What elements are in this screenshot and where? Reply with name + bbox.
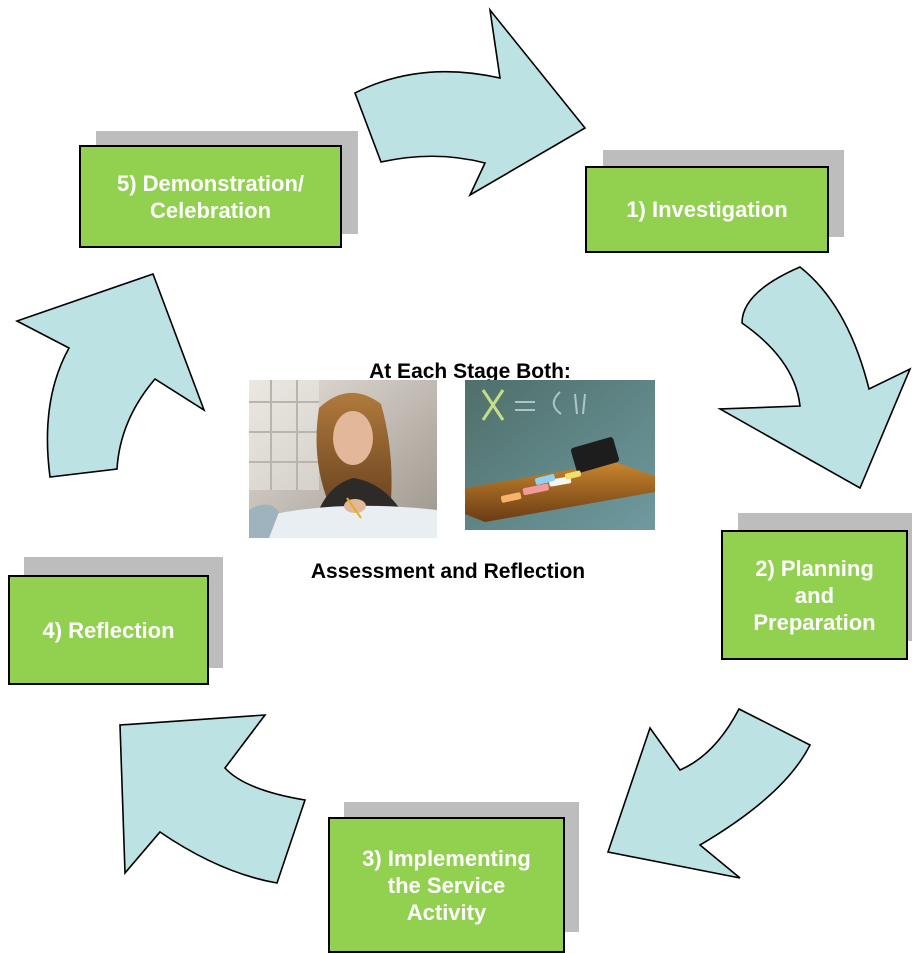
stage-5-label-line1: 5) Demonstration/ bbox=[116, 170, 305, 196]
arrow-bottom-left bbox=[119, 714, 307, 884]
stage-1-label: 1) Investigation bbox=[626, 197, 788, 222]
stage-2-label-line1: 2) Planning bbox=[755, 555, 874, 581]
stage-2-box: 2) Planning and Preparation bbox=[721, 530, 908, 660]
stage-3-label-line2: the Service bbox=[387, 872, 506, 898]
arrow-bottom-right bbox=[606, 707, 812, 879]
center-caption: Assessment and Reflection bbox=[310, 560, 586, 583]
stage-5-label-line2: Celebration bbox=[149, 197, 272, 223]
chalkboard-photo bbox=[465, 380, 655, 530]
stage-5-box: 5) Demonstration/ Celebration bbox=[79, 145, 342, 248]
stage-3-box: 3) Implementing the Service Activity bbox=[328, 817, 565, 953]
stage-3-label-line3: Activity bbox=[406, 899, 487, 925]
stage-3-label-line1: 3) Implementing bbox=[362, 845, 531, 871]
stage-4-label: 4) Reflection bbox=[42, 617, 175, 643]
student-writing-photo bbox=[249, 380, 437, 538]
arrow-top bbox=[353, 7, 587, 197]
stage-2-label-line2: and bbox=[794, 582, 835, 608]
center-heading: At Each Stage Both: bbox=[369, 360, 571, 383]
stage-1-box: 1) Investigation bbox=[585, 166, 829, 253]
stage-2-label-line3: Preparation bbox=[753, 609, 876, 635]
arrow-right bbox=[717, 266, 912, 490]
arrow-left bbox=[14, 272, 206, 478]
stage-4-box: 4) Reflection bbox=[8, 575, 209, 685]
